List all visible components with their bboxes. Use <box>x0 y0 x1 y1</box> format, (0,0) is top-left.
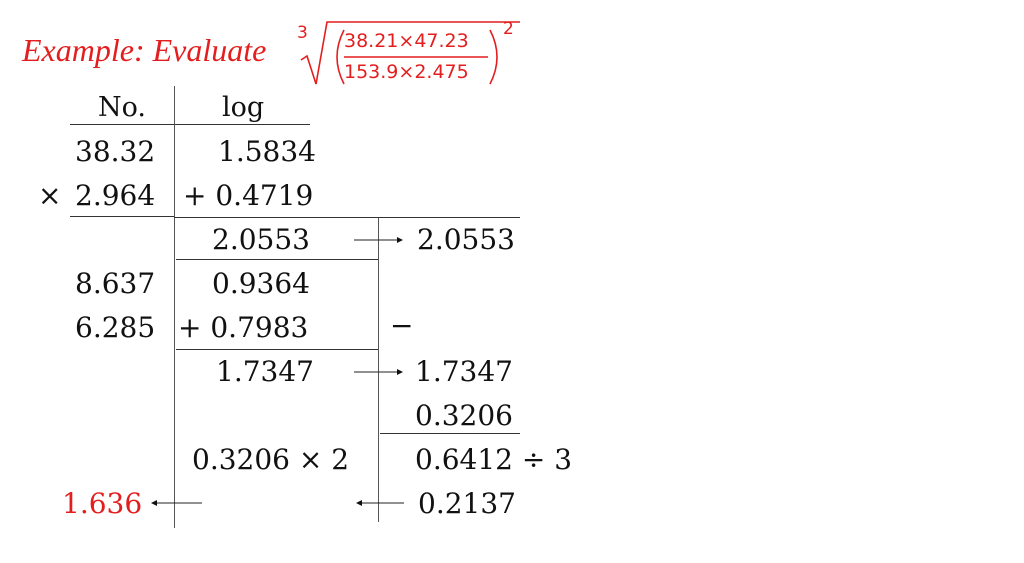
right-paren <box>489 29 498 85</box>
log-2: + 0.4719 <box>183 179 314 212</box>
sum1-rule-right <box>174 217 520 218</box>
answer-value: 1.636 <box>62 487 143 520</box>
sum2-rule <box>176 349 378 350</box>
right-column-divider <box>378 218 379 522</box>
multiply-step: 0.3206 × 2 <box>192 443 350 476</box>
power-exponent: 2 <box>503 19 514 39</box>
result-log: 0.2137 <box>418 487 516 520</box>
log-sum-1: 2.0553 <box>212 223 310 256</box>
sum1-result-rule <box>176 259 378 260</box>
header-underline <box>70 124 310 125</box>
right-log-1: 2.0553 <box>417 223 515 256</box>
fraction-denominator: 153.9×2.475 <box>344 61 469 83</box>
multiply-operator: × <box>38 179 62 212</box>
log-3: 0.9364 <box>212 267 310 300</box>
log-sum-2: 1.7347 <box>216 355 314 388</box>
root-index: 3 <box>297 23 308 43</box>
right-log-2: 1.7347 <box>415 355 513 388</box>
number-4: 6.285 <box>75 311 156 344</box>
diff-rule <box>380 433 520 434</box>
radical-sign <box>300 21 520 85</box>
log-difference: 0.3206 <box>415 399 513 432</box>
fraction-numerator: 38.21×47.23 <box>344 30 469 52</box>
column-header-no: No. <box>98 92 146 123</box>
number-1: 38.32 <box>75 135 156 168</box>
example-title: Example: Evaluate <box>22 32 267 68</box>
column-divider <box>174 86 175 528</box>
log-4: + 0.7983 <box>178 311 309 344</box>
sum1-rule-left <box>70 216 174 217</box>
divide-step: 0.6412 ÷ 3 <box>415 443 573 476</box>
number-3: 8.637 <box>75 267 156 300</box>
number-2: 2.964 <box>75 179 156 212</box>
subtract-operator: − <box>390 309 414 342</box>
column-header-log: log <box>222 92 265 123</box>
left-paren <box>336 29 345 85</box>
log-1: 1.5834 <box>218 135 316 168</box>
